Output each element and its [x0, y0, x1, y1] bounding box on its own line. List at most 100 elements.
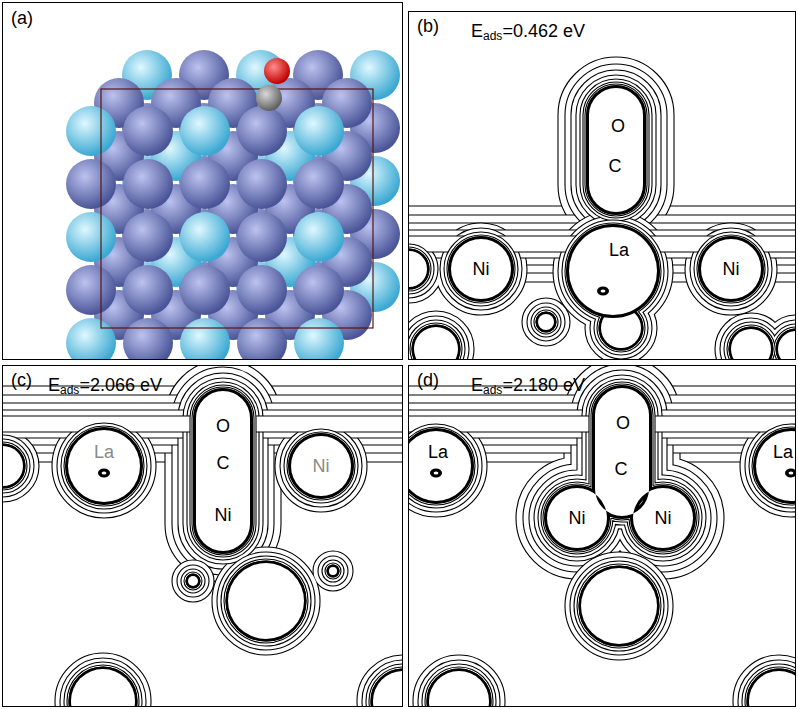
contour-gap	[228, 563, 304, 639]
dense-contour	[451, 239, 511, 299]
contour-line	[409, 431, 471, 501]
contour-line	[451, 239, 511, 299]
atom-core-fill	[749, 671, 796, 707]
contour-gap	[429, 671, 489, 707]
contour-line	[409, 431, 471, 501]
contour-gap	[68, 430, 140, 502]
contour-gap	[3, 446, 23, 486]
panel-label: (c)	[11, 371, 32, 389]
contour-line	[701, 239, 761, 299]
contour-line	[731, 329, 771, 360]
nucleus-center	[789, 472, 794, 475]
contour-gap	[196, 391, 250, 551]
atom-core-outline	[581, 568, 657, 644]
atom-core-outline	[414, 327, 458, 360]
nucleus-center	[601, 290, 606, 293]
contour-line	[589, 88, 643, 212]
ni-atom	[123, 265, 173, 315]
contour-line	[196, 391, 250, 551]
contour-gap	[756, 431, 796, 501]
contour-line	[451, 239, 511, 299]
atom-core-outline	[731, 329, 771, 360]
atom-label: Ni	[473, 260, 490, 278]
contour-line	[731, 329, 771, 360]
nucleus-contour	[597, 287, 609, 296]
contour-line	[329, 567, 337, 575]
atom-label: La	[773, 443, 793, 461]
contour-gap	[538, 314, 554, 330]
contour-gap	[409, 251, 427, 287]
nucleus-contour	[430, 469, 442, 478]
atom-core-fill	[778, 331, 796, 360]
contour-gap	[68, 430, 140, 502]
contour-gap	[409, 431, 471, 501]
contour-line	[778, 331, 796, 360]
contour-gap	[589, 88, 643, 212]
dense-contour	[756, 431, 796, 501]
contour-line	[228, 563, 304, 639]
atom-core-outline	[329, 567, 337, 575]
contour-gap	[196, 391, 250, 551]
atom-label: Ni	[655, 509, 672, 527]
molecule-density: OCNiNi	[547, 388, 693, 548]
contour-gap	[569, 227, 657, 315]
contour-gap	[68, 430, 140, 502]
contour-line	[589, 88, 643, 212]
contour-gap	[409, 251, 427, 287]
contour-line	[188, 576, 198, 586]
contour-line	[329, 567, 337, 575]
contour-line	[71, 669, 135, 707]
contour-gap	[196, 391, 250, 551]
contour-gap	[701, 239, 761, 299]
atom-label: O	[616, 414, 630, 432]
contour-gap	[291, 436, 351, 496]
contour-line	[749, 671, 796, 707]
ni-atom	[237, 212, 287, 262]
contour-gap	[188, 576, 198, 586]
contour-line	[188, 576, 198, 586]
contour-line	[3, 446, 23, 486]
contour-gap	[589, 88, 643, 212]
atom-core-outline	[3, 446, 23, 486]
ni-atom	[237, 106, 287, 156]
contour-line	[291, 436, 351, 496]
contour-line	[3, 446, 23, 486]
contour-gap	[291, 436, 351, 496]
contour-line	[71, 669, 135, 707]
atom-core-fill	[409, 251, 427, 287]
contour-line	[538, 314, 554, 330]
contour-gap	[414, 327, 458, 360]
contour-line	[569, 227, 657, 315]
contour-line	[409, 251, 427, 287]
contour-gap	[547, 388, 693, 548]
contour-gap	[581, 568, 657, 644]
contour-gap	[778, 331, 796, 360]
nucleus-center	[102, 472, 107, 475]
adsorption-energy: Eads=0.462 eV	[471, 22, 585, 42]
contour-line	[589, 88, 643, 212]
contour-gap	[228, 563, 304, 639]
adsorption-energy: Eads=2.180 eV	[471, 376, 585, 396]
contour-gap	[569, 227, 657, 315]
dense-contour	[196, 391, 250, 551]
contour-gap	[701, 239, 761, 299]
contour-line	[581, 568, 657, 644]
molecule-density: OC	[589, 88, 643, 212]
contour-gap	[778, 331, 796, 360]
contour-gap	[196, 391, 250, 551]
contour-gap	[778, 331, 796, 360]
core-region	[68, 430, 140, 502]
contour-line	[409, 431, 471, 501]
contour-line	[451, 239, 511, 299]
ni-atom	[237, 265, 287, 315]
contour-line	[547, 388, 693, 548]
ni-atom	[66, 159, 116, 209]
contour-gap	[409, 251, 427, 287]
ni-atom	[294, 159, 344, 209]
contour-line	[538, 314, 554, 330]
atom-core-outline	[538, 314, 554, 330]
atom-density: Ni	[451, 239, 511, 299]
contour-gap	[409, 431, 471, 501]
contour-line	[701, 239, 761, 299]
atom-label: La	[428, 443, 448, 461]
